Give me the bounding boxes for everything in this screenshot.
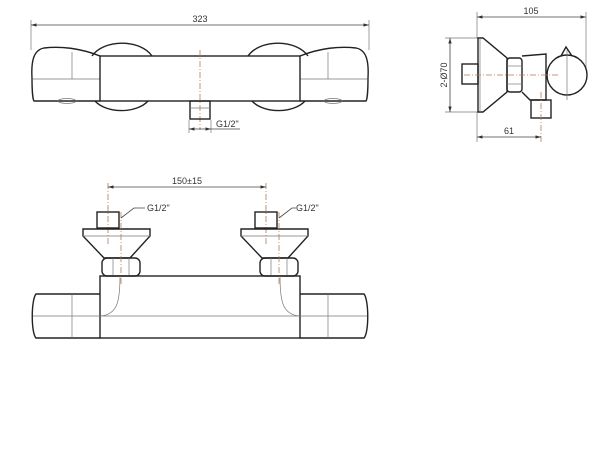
side-view: 105 2-Ø70 61	[439, 6, 588, 142]
front-view: 150±15 G1/2" G1/2"	[31, 176, 369, 339]
top-view: 323 G1/2"	[30, 14, 370, 133]
inlet-thread-right-label: G1/2"	[296, 203, 319, 213]
depth-label: 105	[523, 6, 538, 16]
center-distance-label: 150±15	[172, 176, 202, 186]
outlet-thread-label: G1/2"	[216, 119, 239, 129]
inlet-thread-left-label: G1/2"	[147, 203, 170, 213]
overall-length-label: 323	[192, 14, 207, 24]
flange-diameter-label: 2-Ø70	[439, 62, 449, 87]
outlet-offset-label: 61	[504, 126, 514, 136]
